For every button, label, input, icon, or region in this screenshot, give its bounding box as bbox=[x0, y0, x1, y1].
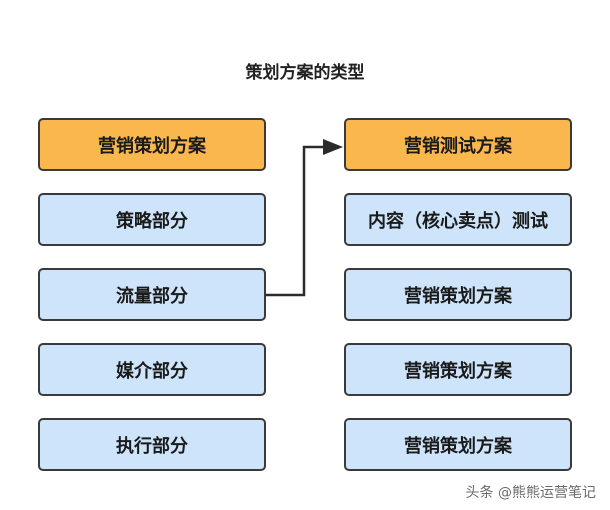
connector-line bbox=[266, 145, 326, 297]
box-left-4: 媒介部分 bbox=[38, 343, 266, 396]
box-left-2: 策略部分 bbox=[38, 193, 266, 246]
box-right-2: 内容（核心卖点）测试 bbox=[344, 193, 572, 246]
box-right-3: 营销策划方案 bbox=[344, 268, 572, 321]
diagram-title: 策划方案的类型 bbox=[245, 63, 365, 83]
box-left-5: 执行部分 bbox=[38, 418, 266, 471]
box-right-5: 营销策划方案 bbox=[344, 418, 572, 471]
arrowhead-icon bbox=[323, 139, 343, 155]
box-right-1: 营销测试方案 bbox=[344, 118, 572, 171]
watermark: 头条 @熊熊运营笔记 bbox=[465, 485, 596, 501]
box-left-1: 营销策划方案 bbox=[38, 118, 266, 171]
box-left-3: 流量部分 bbox=[38, 268, 266, 321]
box-right-4: 营销策划方案 bbox=[344, 343, 572, 396]
